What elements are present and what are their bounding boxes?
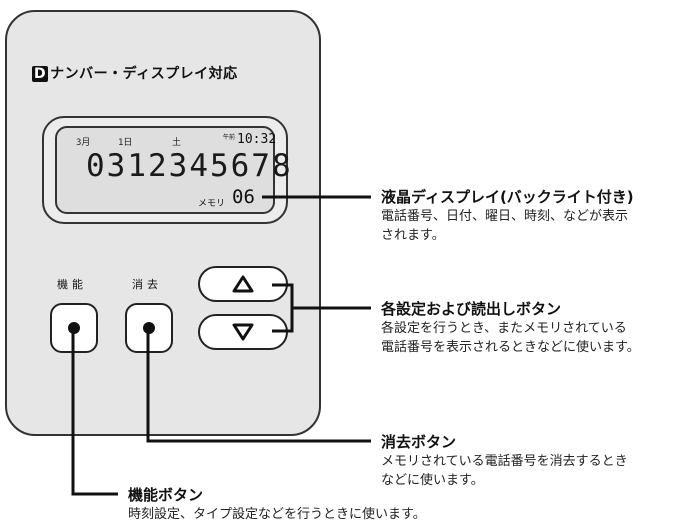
up-button[interactable] xyxy=(198,266,288,302)
arrows-annotation-title: 各設定および読出しボタン xyxy=(381,300,562,318)
arrows-annotation: 各設定および読出しボタン 各設定を行うとき、またメモリされている 電話番号を表示… xyxy=(381,298,640,357)
lcd-month: 3月 xyxy=(76,138,91,148)
triangle-down-icon xyxy=(232,323,254,341)
function-annotation-desc: 時刻設定、タイプ設定などを行うときに使います。 xyxy=(128,507,426,522)
function-leader-line xyxy=(71,330,118,496)
erase-annotation-title: 消去ボタン xyxy=(381,433,457,451)
lcd-weekday: 土 xyxy=(172,138,182,148)
function-annotation-title: 機能ボタン xyxy=(128,486,204,504)
lcd-day: 1日 xyxy=(118,138,133,148)
lcd-annotation-desc-1: 電話番号、日付、曜日、時刻、などが表示 xyxy=(381,209,629,224)
lcd-annotation: 液晶ディスプレイ(バックライト付き) 電話番号、日付、曜日、時刻、などが表示 さ… xyxy=(381,186,634,245)
arrows-annotation-desc-2: 電話番号を表示されるときなどに使います。 xyxy=(381,340,640,355)
erase-button-label: 消去 xyxy=(132,278,162,291)
function-button-label: 機能 xyxy=(57,278,87,291)
erase-annotation: 消去ボタン メモリされている電話番号を消去するとき などに使います。 xyxy=(381,431,628,490)
function-button[interactable] xyxy=(50,303,98,353)
lcd-time: 10:32 xyxy=(237,132,277,147)
lcd-memory-label: メモリ xyxy=(198,199,226,209)
erase-button-dot xyxy=(143,322,155,334)
brand-mark: D xyxy=(32,66,49,82)
function-button-dot xyxy=(68,322,80,334)
lcd-memory-value: 06 xyxy=(232,186,255,208)
erase-annotation-desc-2: などに使います。 xyxy=(381,473,484,488)
lcd-annotation-title: 液晶ディスプレイ(バックライト付き) xyxy=(381,188,634,206)
function-annotation: 機能ボタン 時刻設定、タイプ設定などを行うときに使います。 xyxy=(128,484,426,524)
lcd-display xyxy=(55,126,275,214)
lcd-am-mark: 午前 xyxy=(223,134,236,141)
lcd-annotation-desc-2: されます。 xyxy=(381,228,445,243)
arrows-annotation-desc-1: 各設定を行うとき、またメモリされている xyxy=(381,321,627,336)
erase-annotation-desc-1: メモリされている電話番号を消去するとき xyxy=(381,454,628,469)
arrows-bracket-line xyxy=(272,283,294,333)
erase-leader-line xyxy=(146,330,371,443)
lcd-phone-number: 0312345678 xyxy=(86,148,293,184)
brand-text: ナンバー・ディスプレイ対応 xyxy=(50,66,238,82)
triangle-up-icon xyxy=(232,275,254,293)
